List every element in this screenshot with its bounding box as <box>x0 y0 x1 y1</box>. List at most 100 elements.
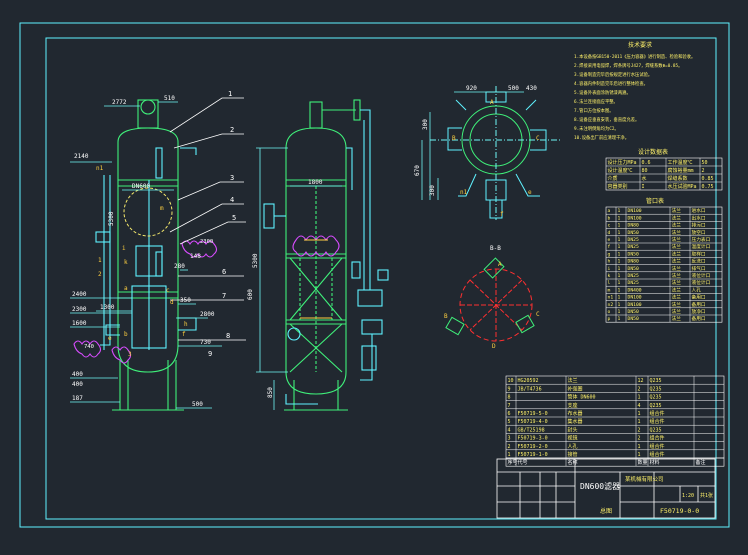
svg-text:850: 850 <box>267 387 274 398</box>
plan-dim-lines <box>421 91 524 200</box>
svg-text:2140: 2140 <box>74 153 89 160</box>
svg-text:3: 3 <box>128 351 132 358</box>
parts-header-cell: 代号 <box>518 459 528 466</box>
note-line: 6.法兰连接面应平整。 <box>574 98 618 105</box>
svg-text:a: a <box>124 285 128 292</box>
table-cell: 1 <box>638 452 641 458</box>
table-cell: DN50 <box>628 266 639 272</box>
table-cell: 补强圈 <box>568 385 583 392</box>
table-cell: 法兰 <box>672 315 682 322</box>
table-cell: 12 <box>638 378 644 384</box>
outer-frame <box>19 22 730 528</box>
svg-text:500: 500 <box>192 401 203 408</box>
table-cell: m <box>608 288 611 293</box>
svg-text:n1: n1 <box>96 165 104 172</box>
table-cell: 进水口 <box>692 207 706 214</box>
table-cell: 1 <box>618 266 621 272</box>
table-cell: F50719-2-0 <box>518 444 548 450</box>
svg-text:DN600: DN600 <box>132 183 150 190</box>
table-cell: 备用口 <box>692 294 706 301</box>
svg-text:C: C <box>536 311 540 318</box>
callout-leaders <box>169 97 246 341</box>
table-cell: 集水器 <box>568 418 583 425</box>
table-cell: 布水器 <box>568 410 583 417</box>
side-pipework <box>263 109 389 405</box>
table-cell: 焊缝系数 <box>668 175 688 182</box>
table-cell: 1 <box>618 215 621 221</box>
table-cell: 取样口 <box>692 250 706 257</box>
svg-text:400: 400 <box>72 381 83 388</box>
table-cell: 法兰 <box>672 236 682 243</box>
table-cell: 法兰 <box>672 207 682 214</box>
table-cell: 法兰 <box>672 272 682 279</box>
side-distributor <box>300 239 332 319</box>
table-cell: 法兰 <box>672 301 682 308</box>
svg-text:7: 7 <box>222 292 226 300</box>
note-line: 3.设备制造完毕后按规定进行水压试验。 <box>574 71 652 78</box>
table-cell: 2 <box>638 386 641 392</box>
table-cell: 1 <box>618 237 621 243</box>
table-cell: p <box>608 317 611 322</box>
table-cell: 反洗口 <box>692 258 706 265</box>
svg-text:600: 600 <box>247 289 254 300</box>
svg-text:B: B <box>444 313 448 320</box>
svg-text:5300: 5300 <box>108 211 115 226</box>
svg-text:c: c <box>166 287 170 294</box>
svg-text:b: b <box>124 331 128 338</box>
table-cell: Q235 <box>650 378 662 384</box>
table-cell: 筒体 DN600 <box>568 394 596 401</box>
parts-header-cell: 名称 <box>568 459 578 466</box>
svg-text:e: e <box>528 189 532 196</box>
table-cell: 5 <box>508 419 511 425</box>
notes-title: 技术要求 <box>628 41 652 49</box>
table-cell: DN80 <box>628 259 639 265</box>
plan-dim-texts: 920 500 300 670 300 430 <box>414 85 537 196</box>
table-cell: k <box>608 273 611 279</box>
title-company: 某机械有限公司 <box>625 475 664 483</box>
table-cell: DN80 <box>628 223 639 229</box>
svg-text:300: 300 <box>429 185 436 196</box>
section-bb-title: B-B <box>490 245 501 252</box>
svg-text:f: f <box>182 331 186 338</box>
side-elevation-view <box>284 99 361 411</box>
title-block <box>496 458 716 519</box>
table-cell: 1 <box>618 280 621 286</box>
table-cell: 液位计口 <box>692 279 711 286</box>
manway-hidden-circle <box>123 187 173 237</box>
table-cell: b <box>608 215 611 221</box>
svg-text:A: A <box>498 261 502 268</box>
svg-text:f: f <box>500 211 504 218</box>
main-elevation-view <box>95 99 197 411</box>
svg-text:430: 430 <box>526 85 537 92</box>
table-cell: DN100 <box>628 208 642 214</box>
svg-text:2400: 2400 <box>72 291 87 298</box>
title-scale: 1:20 <box>682 493 694 499</box>
table-cell: DN400 <box>628 287 642 293</box>
table-cell: 4 <box>638 403 641 409</box>
table-cell: DN100 <box>628 302 642 308</box>
svg-text:D: D <box>492 343 496 350</box>
svg-text:5: 5 <box>232 214 236 222</box>
table-cell: F50719-3-0 <box>518 436 548 442</box>
svg-text:1800: 1800 <box>308 179 323 186</box>
cloud-labels: 2300 740 <box>84 239 213 350</box>
svg-text:730: 730 <box>200 339 211 346</box>
table-cell: F50719-5-0 <box>518 411 548 417</box>
inner-frame <box>45 37 717 520</box>
table-cell: 备用口 <box>692 301 706 308</box>
table-cell: n2 <box>608 302 614 308</box>
table-cell: 9 <box>508 386 511 392</box>
table-cell: 80 <box>642 168 648 174</box>
table-cell: 排污口 <box>692 222 706 229</box>
table-cell: DN25 <box>628 273 639 279</box>
table-cell: 组合件 <box>650 418 665 425</box>
main-dim-texts: 2772 510 2140 DN600 5300 2400 2300 1600 … <box>72 95 215 408</box>
table-cell: F50719-1-0 <box>518 452 548 458</box>
table-cell: DN50 <box>628 230 639 236</box>
table-cell: g <box>608 252 611 257</box>
table-cell: 组合件 <box>650 410 665 417</box>
table-cell: 水 <box>642 175 647 182</box>
